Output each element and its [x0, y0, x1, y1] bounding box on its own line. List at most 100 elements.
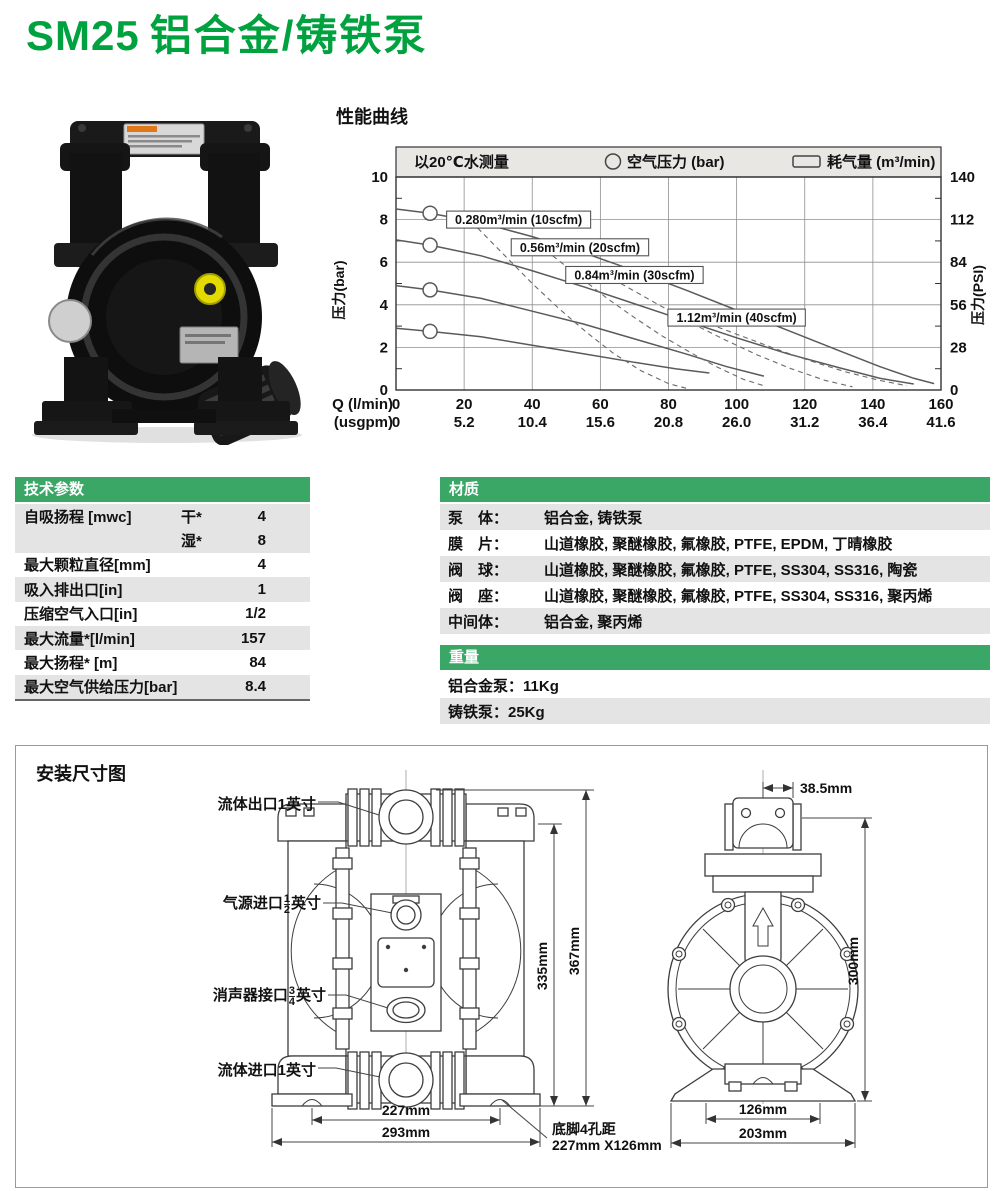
series-consumption-20scfm: [552, 255, 765, 387]
performance-chart: 以20℃水测量 空气压力 (bar) 耗气量 (m³/min) 压力(bar) …: [318, 140, 1000, 440]
consumption-label: 0.280m³/min (10scfm): [455, 213, 582, 227]
x-tick-usgpm: 15.6: [586, 414, 615, 431]
material-value: 山道橡胶, 聚醚橡胶, 氟橡胶, PTFE, EPDM, 丁晴橡胶: [544, 535, 893, 553]
tech-params-header: 技术参数: [15, 477, 310, 504]
param-value: 84: [249, 654, 266, 672]
weight-header: 重量: [440, 645, 990, 672]
material-value: 铝合金, 聚丙烯: [544, 613, 643, 631]
dim-side-width-total: 203mm: [739, 1125, 787, 1141]
consumption-label-box: [510, 238, 650, 257]
x-tick-lmin: 40: [524, 396, 541, 413]
param-label: 吸入排出口[in]: [24, 581, 123, 599]
consumption-label: 1.12m³/min (40scfm): [677, 311, 797, 325]
param-value: 4: [257, 507, 266, 525]
dim-front-height-body: 335mm: [534, 942, 550, 990]
materials-table: 材质 泵 体： 铝合金, 铸铁泵 膜 片： 山道橡胶, 聚醚橡胶, 氟橡胶, P…: [440, 477, 990, 634]
pump-photo-art: [32, 121, 302, 445]
param-label: 最大颗粒直径[mm]: [24, 557, 151, 575]
dim-front-width-feet: 227mm: [382, 1102, 430, 1118]
material-label: 泵 体：: [448, 509, 509, 527]
param-label: 压缩空气入口[in]: [24, 606, 138, 624]
installation-drawing: 335mm 367mm 227mm 293mm 底脚4孔距 227mm X126…: [271, 770, 872, 1153]
x-tick-lmin: 160: [928, 396, 953, 413]
param-value: 1: [257, 580, 266, 598]
table-row: 阀 球： 山道橡胶, 聚醚橡胶, 氟橡胶, PTFE, SS304, SS316…: [440, 556, 990, 582]
dim-side-offset-top: 38.5mm: [800, 780, 852, 796]
param-value: 1/2: [245, 605, 266, 623]
side-view-drawing: [667, 770, 859, 1104]
x-tick-usgpm: 31.2: [790, 414, 819, 431]
x-tick-lmin: 140: [860, 396, 885, 413]
y-right-tick-label: 28: [950, 339, 967, 356]
y-right-tick-label: 84: [950, 254, 967, 271]
table-row: 自吸扬程 [mwc] 干* 4: [15, 504, 310, 529]
material-value: 山道橡胶, 聚醚橡胶, 氟橡胶, PTFE, SS304, SS316, 陶瓷: [544, 561, 918, 579]
side-view-dimensions: 38.5mm 300mm 126mm 203mm: [670, 780, 872, 1148]
legend-air-pressure: 空气压力 (bar): [627, 153, 725, 171]
table-row: 泵 体： 铝合金, 铸铁泵: [440, 504, 990, 530]
x-tick-usgpm: 10.4: [518, 414, 548, 431]
front-view-drawing: [271, 770, 541, 1114]
y-left-axis-label: 压力(bar): [331, 260, 347, 319]
callout-leaders: [318, 801, 393, 1078]
param-label: 最大扬程* [m]: [24, 655, 118, 673]
x-tick-lmin: 80: [660, 396, 677, 413]
weight-value: 铝合金泵：11Kg: [448, 677, 559, 695]
param-label: 自吸扬程 [mwc]: [24, 508, 132, 526]
series-discharge-4.9bar: [395, 284, 765, 377]
material-label: 膜 片：: [448, 535, 509, 553]
tech-params-table: 技术参数 自吸扬程 [mwc] 干* 4 湿* 8 最大颗粒直径[mm] 4 吸…: [15, 477, 310, 702]
material-label: 中间体：: [448, 613, 509, 631]
up-arrow-icon: [752, 906, 774, 947]
table-row: 压缩空气入口[in] 1/2: [15, 602, 310, 626]
foot-note-line1: 底脚4孔距: [552, 1121, 616, 1137]
consumption-label-box: [667, 308, 806, 327]
param-value: 8.4: [245, 678, 266, 696]
consumption-label: 0.84m³/min (30scfm): [574, 268, 694, 282]
air-pressure-marker: [422, 282, 438, 298]
table-row: 最大扬程* [m] 84: [15, 650, 310, 674]
table-row: 铝合金泵：11Kg: [440, 672, 990, 698]
y-left-tick-label: 6: [380, 254, 388, 271]
series-discharge-2.9bar: [395, 327, 710, 374]
table-row: 湿* 8: [15, 528, 310, 553]
weight-table: 重量 铝合金泵：11Kg 铸铁泵：25Kg: [440, 645, 990, 724]
model-name: SM25: [26, 12, 140, 59]
param-sub: 干*: [181, 508, 202, 526]
table-row: 吸入排出口[in] 1: [15, 577, 310, 602]
material-value: 山道橡胶, 聚醚橡胶, 氟橡胶, PTFE, SS304, SS316, 聚丙烯: [544, 587, 933, 605]
x-tick-usgpm: 5.2: [454, 414, 475, 431]
y-left-tick-label: 0: [380, 382, 388, 399]
series-consumption-40scfm: [709, 323, 908, 387]
x-tick-lmin: 20: [456, 396, 473, 413]
table-row: 阀 座： 山道橡胶, 聚醚橡胶, 氟橡胶, PTFE, SS304, SS316…: [440, 582, 990, 608]
installation-title: 安装尺寸图: [36, 764, 126, 784]
y-right-tick-label: 0: [950, 382, 958, 399]
product-name: 铝合金/铸铁泵: [149, 12, 428, 59]
consumption-label: 0.56m³/min (20scfm): [520, 241, 640, 255]
y-left-tick-label: 2: [380, 339, 388, 356]
table-row: 膜 片： 山道橡胶, 聚醚橡胶, 氟橡胶, PTFE, EPDM, 丁晴橡胶: [440, 530, 990, 556]
dim-front-height-total: 367mm: [566, 927, 582, 975]
param-value: 157: [240, 629, 266, 647]
material-value: 铝合金, 铸铁泵: [544, 509, 643, 527]
table-row: 最大流量*[l/min] 157: [15, 625, 310, 651]
x-tick-lmin: 60: [592, 396, 609, 413]
x-tick-usgpm: 26.0: [722, 414, 751, 431]
series-discharge-7bar: [395, 239, 914, 385]
y-right-tick-label: 112: [950, 212, 974, 229]
y-right-tick-label: 56: [950, 297, 967, 314]
legend-strip: [395, 146, 942, 178]
performance-section-title: 性能曲线: [336, 107, 408, 127]
x-tick-lmin: 100: [724, 396, 749, 413]
y-left-tick-label: 8: [380, 212, 388, 229]
table-row: 中间体： 铝合金, 聚丙烯: [440, 608, 990, 634]
x-tick-lmin: 0: [392, 396, 400, 413]
x-axis-label-usgpm: Q (usgpm): [330, 414, 393, 431]
